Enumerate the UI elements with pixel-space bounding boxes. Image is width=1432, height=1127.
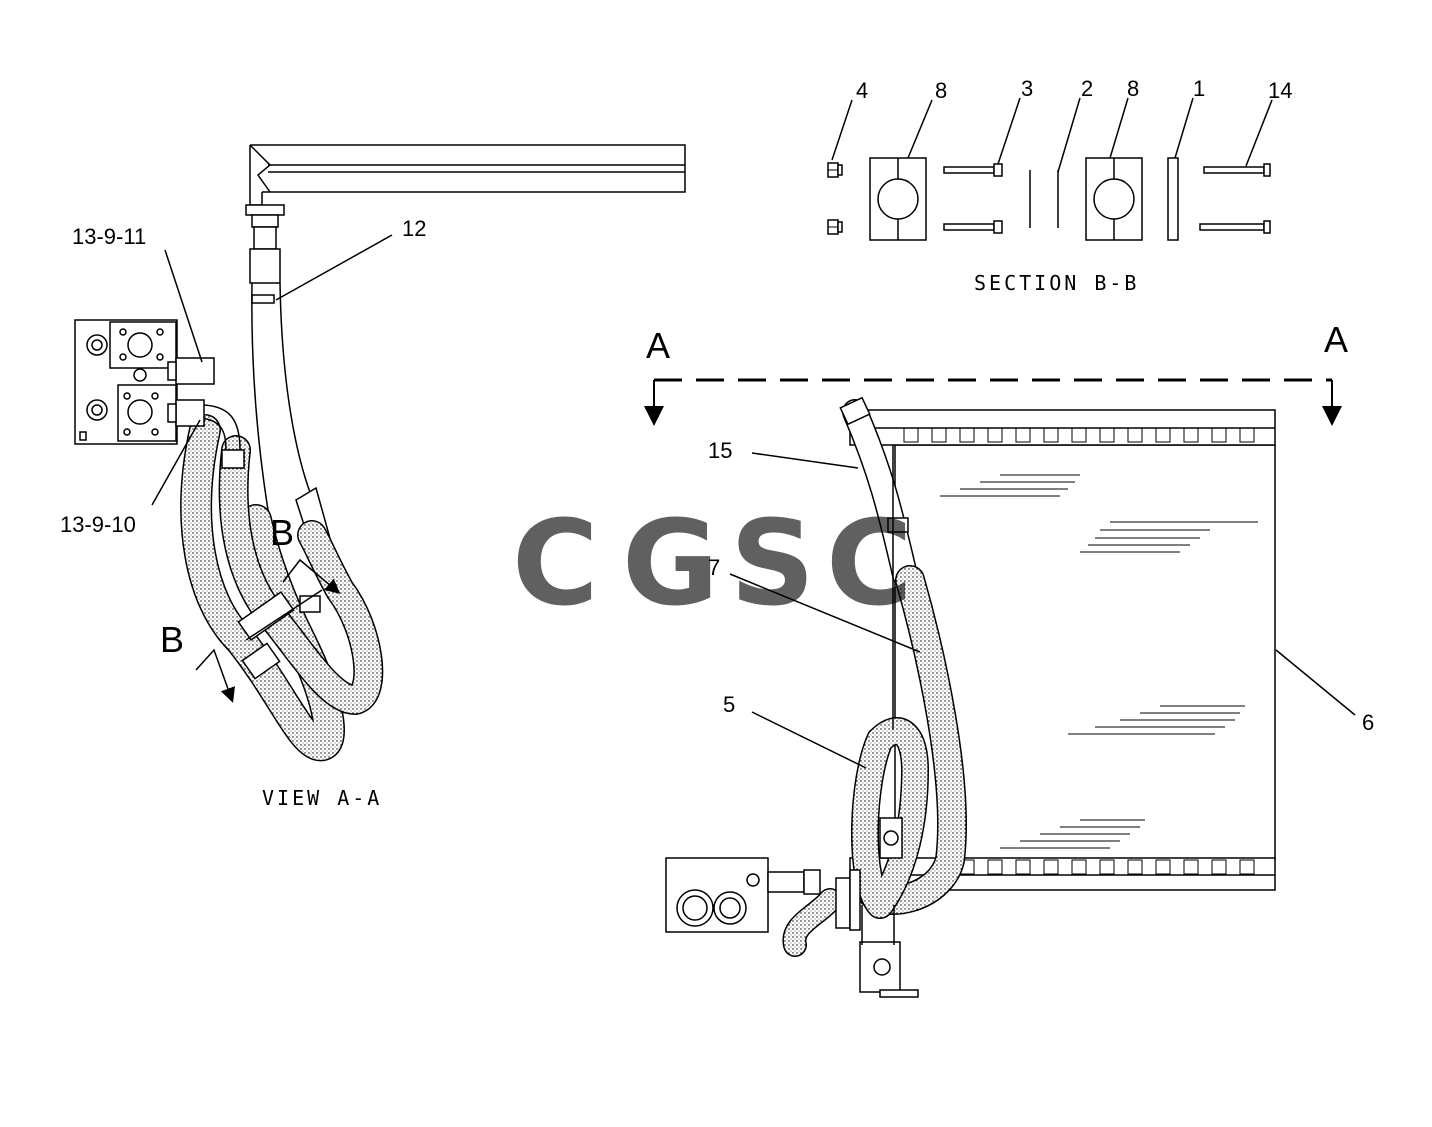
- callout-14: 14: [1268, 78, 1292, 103]
- nut-pair: [827, 162, 843, 235]
- clamp-half-right: [1085, 157, 1143, 241]
- callout-7: 7: [708, 555, 720, 580]
- valve-block: [74, 319, 215, 445]
- section-bb: 4 8 3 2 8 1 14 SECTION B-B: [827, 76, 1292, 295]
- spacer-plates: [1029, 170, 1059, 228]
- leader-2: [1057, 97, 1081, 173]
- tube-ends-top: [903, 427, 1255, 443]
- callout-12: 12: [402, 216, 426, 241]
- leader-1: [1174, 97, 1194, 159]
- bolt-pair-short: [943, 163, 1003, 234]
- upper-tube: [249, 144, 686, 206]
- section-arrow-b-upper: [282, 558, 341, 594]
- callout-2: 2: [1081, 76, 1093, 101]
- leader-3: [997, 97, 1021, 165]
- section-arrow-b-lower: [195, 648, 235, 703]
- leader-8b: [1109, 97, 1129, 159]
- main-view: A A: [644, 319, 1374, 998]
- callout-15: 15: [708, 438, 732, 463]
- callout-4: 4: [856, 78, 868, 103]
- tube-ends-bottom: [959, 859, 1255, 875]
- section-mark-b-lower: B: [160, 619, 184, 660]
- watermark-logo: C G S C: [512, 494, 913, 632]
- vertical-fitting: [245, 204, 285, 304]
- elbow-outer: [199, 404, 241, 451]
- clamp-half-left: [869, 157, 927, 241]
- callout-5: 5: [723, 692, 735, 717]
- leader-13-9-10: [151, 419, 201, 506]
- leader-8a: [907, 99, 933, 159]
- bolt-pair-long: [1199, 163, 1271, 234]
- watermark-letter-g: G: [622, 494, 719, 632]
- leader-7: [729, 573, 921, 653]
- hose-clamp: [237, 589, 323, 680]
- callout-1: 1: [1193, 76, 1205, 101]
- plate: [1167, 157, 1179, 241]
- hose-ferrule: [221, 449, 245, 469]
- lower-valve-block: [665, 857, 861, 957]
- section-bb-caption: SECTION B-B: [974, 271, 1139, 295]
- callout-13-9-10: 13-9-10: [60, 512, 136, 537]
- callout-8-right: 8: [1127, 76, 1139, 101]
- mount-bracket: [859, 445, 919, 998]
- leader-6: [1275, 649, 1356, 716]
- section-mark-a-left: A: [646, 325, 670, 366]
- leader-12: [275, 234, 393, 301]
- callout-8-left: 8: [935, 78, 947, 103]
- hose-15: [843, 400, 917, 587]
- watermark-letter-c1: C: [512, 494, 599, 632]
- view-aa: 13-9-11 12 13-9-10 B B VIEW A-A: [60, 144, 686, 810]
- view-aa-caption: VIEW A-A: [262, 786, 382, 810]
- cooler-core: [849, 409, 1276, 891]
- watermark-letter-c2: C: [826, 494, 913, 632]
- hose-plain-right-edge: [279, 282, 316, 506]
- leader-15: [751, 452, 859, 469]
- core-hatching: [940, 474, 1258, 849]
- leader-14: [1245, 99, 1273, 167]
- section-mark-a-right: A: [1324, 319, 1348, 360]
- watermark-letter-s: S: [730, 494, 815, 632]
- callout-3: 3: [1021, 76, 1033, 101]
- callout-6: 6: [1362, 710, 1374, 735]
- elbow-inner: [199, 417, 227, 451]
- callout-13-9-11: 13-9-11: [72, 224, 146, 249]
- leader-13-9-11: [164, 249, 203, 363]
- leader-5: [751, 711, 867, 769]
- leader-4: [831, 99, 853, 161]
- hose-15-fitting: [839, 396, 871, 426]
- hose-5: [852, 718, 928, 918]
- section-mark-b-upper: B: [270, 512, 294, 553]
